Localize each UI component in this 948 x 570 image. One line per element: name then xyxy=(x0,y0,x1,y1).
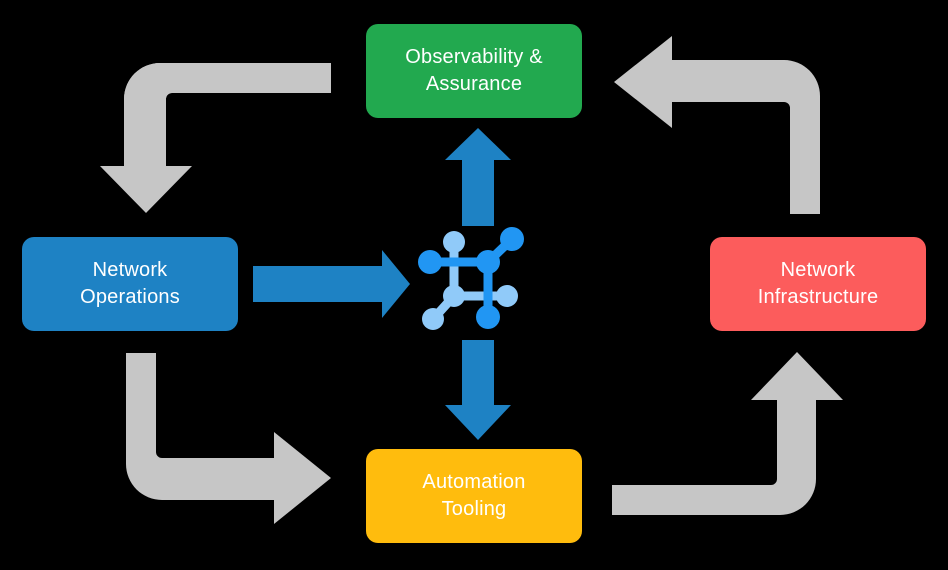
node-label-network-operations: Network Operations xyxy=(80,259,180,308)
arrow-operations-to-automation xyxy=(126,353,331,524)
topology-secondary-nodes xyxy=(422,231,518,330)
arrow-automation-to-infrastructure xyxy=(612,352,843,515)
node-label-automation-tooling: Automation Tooling xyxy=(422,471,526,520)
arrow-infrastructure-to-observability xyxy=(614,36,820,214)
topology-primary-nodes xyxy=(418,227,524,329)
arrow-center-to-automation xyxy=(445,340,511,440)
node-box-observability[interactable]: Observability & Assurance xyxy=(366,24,582,118)
node-box-network-operations[interactable]: Network Operations xyxy=(22,237,238,331)
node-label-network-infrastructure: Network Infrastructure xyxy=(757,259,879,308)
arrow-center-to-observability xyxy=(445,128,511,226)
node-box-automation-tooling[interactable]: Automation Tooling xyxy=(366,449,582,543)
arrow-operations-to-center xyxy=(253,250,410,318)
network-topology-icon xyxy=(418,220,538,340)
node-box-network-infrastructure[interactable]: Network Infrastructure xyxy=(710,237,926,331)
arrow-observability-to-operations xyxy=(100,63,331,213)
node-label-observability: Observability & Assurance xyxy=(405,46,543,95)
